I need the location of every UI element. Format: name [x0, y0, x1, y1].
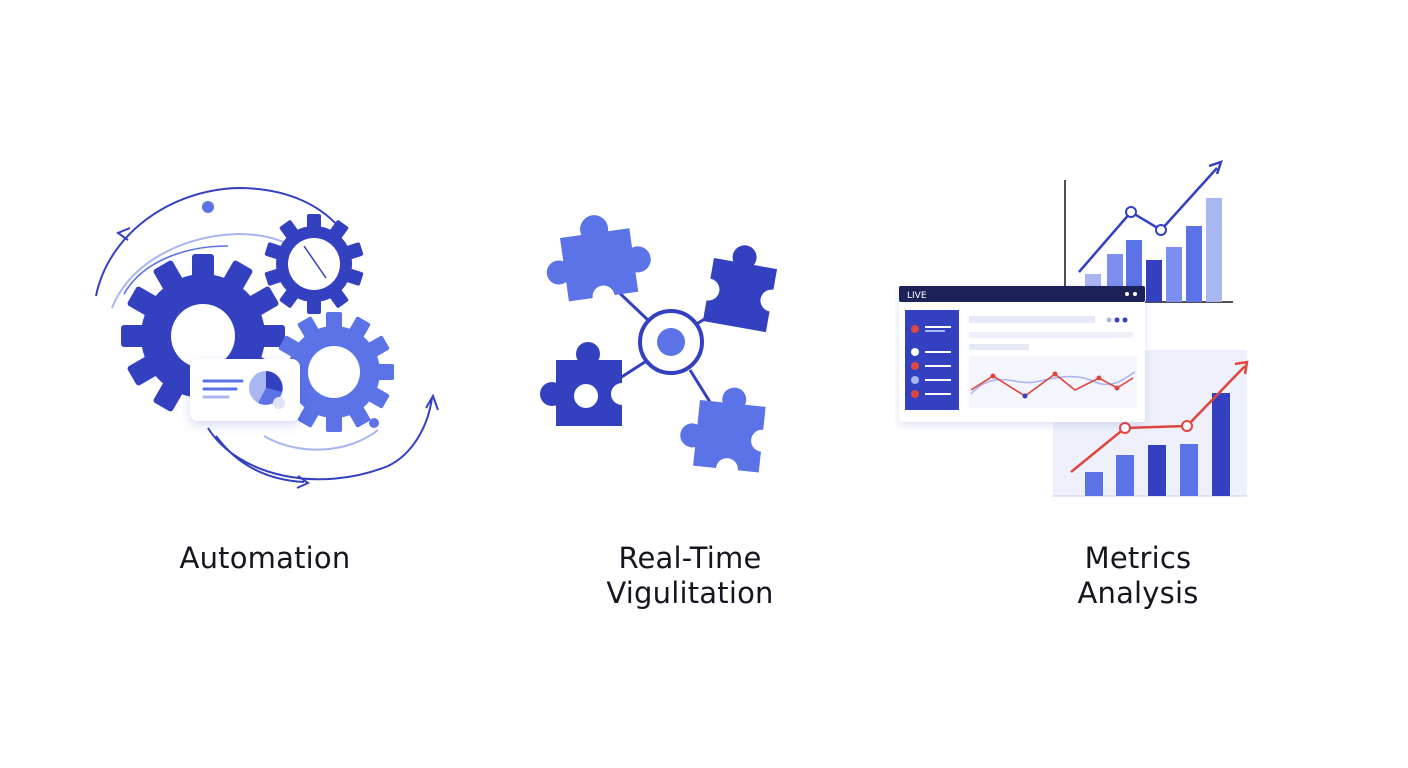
puzzle-network-icon	[540, 215, 783, 481]
feature-title-line: Metrics	[1084, 541, 1192, 575]
feature-title: Metrics Analysis	[1008, 541, 1268, 611]
feature-title-line: Vigulitation	[606, 576, 774, 610]
feature-title: Real-Time Vigulitation	[560, 541, 820, 611]
dashboard-badge: LIVE	[907, 291, 927, 301]
gears-cycle-icon	[95, 186, 439, 489]
feature-title-line: Analysis	[1077, 576, 1199, 610]
analytics-dashboard-icon: LIVE	[899, 160, 1249, 497]
feature-title-line: Automation	[179, 541, 351, 575]
feature-title: Automation	[140, 541, 390, 576]
feature-title-line: Real-Time	[618, 541, 762, 575]
top-bar-chart	[1064, 160, 1233, 303]
